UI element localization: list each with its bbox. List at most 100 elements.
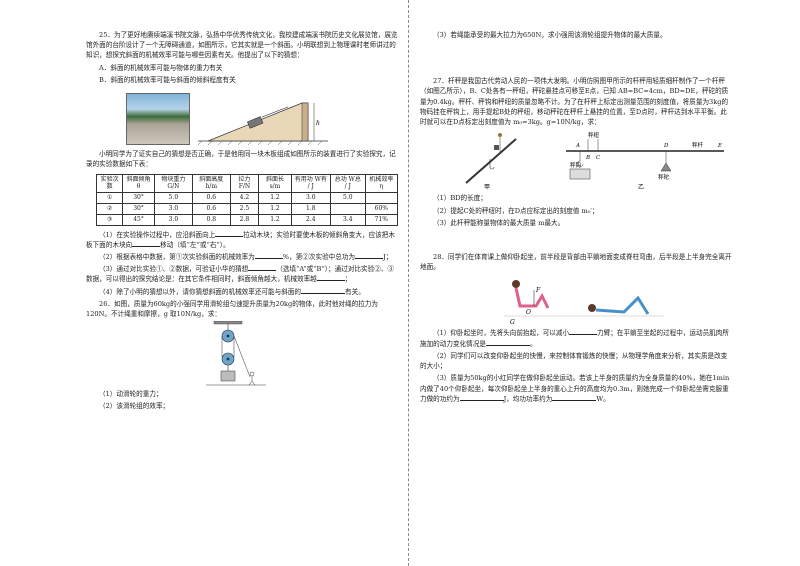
q27-intro: 27．杆秤是我国古代劳动人民的一项伟大发明。小明仿照图甲所示的杆秤用轻质细杆制作… [420,77,729,127]
q25-incline-diagram: h [198,102,328,146]
q25-label-h: h [316,120,320,127]
table-header-row: 实验次数 斜面倾角 θ 物块重力 G/N 斜面高度 h/m 拉力 F/N 斜面长… [95,173,399,194]
q27-point-b: B [585,155,590,161]
q25-hypothesis-a: A．斜面的机械效率可能与物体的重力有关 [99,63,223,72]
table-row: ① 30° 5.0 0.6 4.2 1.2 3.0 5.0 [95,192,399,204]
table-cell: ③ [95,213,124,226]
q28-sub1: （1）仰卧起坐时，先将头向前抬起，可以减小力臂；在平躺至坐起的过程中，运动员肌肉… [420,328,732,348]
q25-intro: 25．为了更好地赓续端溪书院文脉，弘扬中华优秀传统文化，我校建成端溪书院历史文化… [86,31,398,60]
table-row: ③ 45° 3.0 0.8 2.8 1.2 2.4 3.4 71% [95,213,399,226]
q28-sub3: （3）质量为50kg的小红同学在做仰卧起坐运动。若该上半身的质量约为全身质量的4… [420,373,732,404]
table-cell: 1.2 [258,213,292,226]
q26-intro: 26．如图，质量为60kg的小强同学用滑轮组匀速提升质量为20kg的物体，此时他… [86,299,378,319]
answer-blank[interactable] [569,328,598,336]
table-cell: 0.8 [191,213,231,226]
q25-sub2-text-c: J； [383,252,393,261]
table-header-cell: 有用功 W有 / J [290,173,331,194]
table-cell: 2.5 [229,202,260,215]
q25-sub2-text-b: %，第②次实验中总功为 [282,252,356,261]
table-cell: 4.2 [229,192,260,204]
answer-blank[interactable] [552,394,597,401]
q25-figures: h [126,89,398,146]
table-cell: 0.6 [191,202,231,215]
q28-sub3-text-c: W。 [596,394,610,403]
table-header-cell: 物块重力 G/N [153,173,193,194]
answer-blank[interactable] [248,264,277,272]
q25-sub3-text-a: （3）通过对比实验①、②数据，可验证小华的猜想 [99,265,249,274]
page-divider [408,0,409,566]
table-cell: 30° [122,192,155,204]
q28-sub1-text-c: 。 [529,339,537,348]
q27-point-d: D [663,143,669,149]
answer-space [420,230,732,252]
table-cell: 2.8 [229,213,260,226]
answer-blank[interactable] [485,339,530,346]
table-cell: ① [95,192,124,204]
q26-sub3: （3）若绳能承受的最大拉力为650N，求小强用该滑轮组提升物体的最大质量。 [433,31,667,39]
table-cell: 0.6 [191,192,231,204]
table-cell: 3.0 [153,202,193,215]
q27-label-chengtuo: 秤砣 [658,173,670,181]
q27-label-chenggan: 秤杆 [692,141,704,149]
q25-building-photo [126,93,190,146]
right-column: （3）若绳能承受的最大拉力为650N，求小强用该滑轮组提升物体的最大质量。 27… [420,30,732,406]
q28-intro: 28．同学们在体育课上做仰卧起坐，前半段是背部由平躺地面变成脊柱弯曲，后半段是上… [420,252,732,272]
q27-point-c: C [596,155,601,161]
q25-sub1-text-b: 拉动木块；实验时要使木板的倾斜角变大，应该把木板下面的木块向 [86,230,395,249]
answer-blank[interactable] [254,252,283,259]
left-column: 25．为了更好地赓续端溪书院文脉，弘扬中华优秀传统文化，我校建成端溪书院历史文化… [86,30,399,414]
table-cell: ② [95,202,124,215]
table-header-cell: 斜面倾角 θ [122,173,155,194]
table-cell: 5.0 [153,192,193,204]
answer-blank[interactable] [316,274,345,282]
table-cell: 2.4 [290,213,331,226]
table-cell: 60% [364,202,399,215]
answer-blank[interactable] [459,394,504,401]
q25-sub3: （3）通过对比实验①、②数据，可验证小华的猜想（选填“A”或“B”）；通过对比实… [86,264,398,284]
q27-label-yi: 乙 [638,184,644,191]
answer-blank[interactable] [301,287,346,294]
q25-sub4-text-b: 有关。 [345,287,365,296]
table-cell: 1.2 [258,202,292,215]
q25-setup: 小明同学为了证实自己的猜想是否正确，于是他用同一块木板组成如图所示的装置进行了实… [86,150,396,169]
answer-space [420,40,732,76]
table-cell: 3.0 [290,192,331,204]
q27-sub1: （1）BD的长度； [433,194,487,203]
q26-sub1: （1）动滑轮的重力； [99,390,163,399]
table-header-cell: 拉力 F/N [229,173,260,194]
q28-sub1-text-a: （1）仰卧起坐时，先将头向前抬起，可以减小 [433,329,570,338]
table-header-cell: 斜面高度 h/m [191,173,231,194]
q28-label-f: F [535,287,541,294]
q28-sub3-text-a: （3）质量为50kg的小红同学在做仰卧起坐运动。若该上半身的质量约为全身质量的4… [420,374,730,403]
q25-sub3-text-c: ； [344,275,352,284]
table-cell: 3.4 [329,213,366,226]
q28-situp-diagram: F O G [504,280,664,326]
table-cell: 3.0 [153,213,193,226]
answer-blank[interactable] [355,252,384,259]
q25-data-table: 实验次数 斜面倾角 θ 物块重力 G/N 斜面高度 h/m 拉力 F/N 斜面长… [95,173,399,226]
table-cell: 30° [122,202,155,215]
table-header-cell: 机械效率 η [364,173,399,194]
answer-blank[interactable] [132,240,161,247]
q26-pulley-diagram [206,321,266,386]
q28-sub1-text-b: 力臂；在平躺至坐起的过程中，运动员肌肉所施加的动力变化情况是 [420,329,729,348]
table-header-cell: 实验次数 [95,173,124,194]
q25-sub1-text-c: 移动（填“左”或“右”）。 [160,240,230,249]
table-cell: 71% [364,213,399,226]
q27-point-e: E [717,143,722,149]
q25-sub4-text-a: （4）除了小明的猜想以外，请你猜想斜面的机械效率还可能与斜面的 [99,287,302,296]
q27-label-jia: 甲 [484,184,490,191]
q28-sub3-text-b: J，均功功率约为 [503,394,553,403]
q27-steelyard-diagram: 甲 A B C D E 秤纽 秤杆 秤钩 秤砣 乙 [465,131,724,191]
answer-blank[interactable] [215,230,244,237]
q28-sub2: （2）同学们可以改变仰卧起坐的快慢，来控制体育锻炼的快慢；从物理学角度来分析，其… [420,351,728,371]
table-cell: 1.2 [258,192,292,204]
table-header-cell: 斜面长 s/m [258,173,292,194]
q25-sub4: （4）除了小明的猜想以外，请你猜想斜面的机械效率还可能与斜面的 有关。 [86,287,398,297]
q27-label-chengniu: 秤纽 [588,131,600,139]
q26-sub2: （2）该滑轮组的效率； [99,402,170,411]
q28-label-g: G [510,319,515,326]
table-header-cell: 总功 W总 / J [329,173,366,194]
